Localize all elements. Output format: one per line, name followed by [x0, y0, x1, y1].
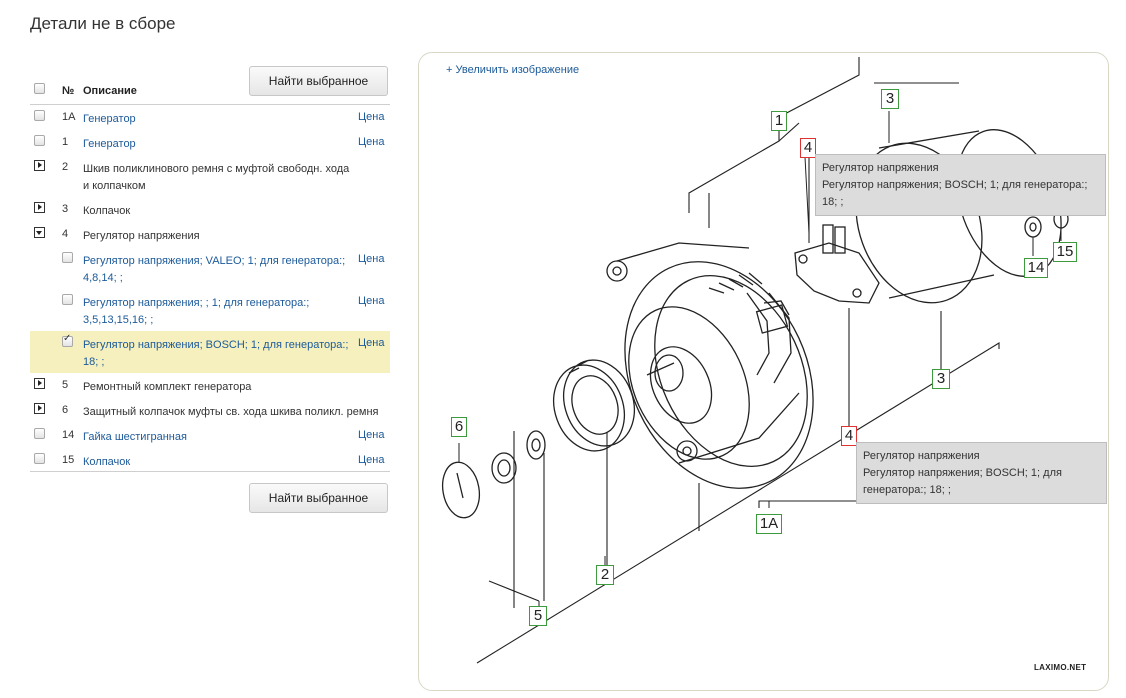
- price-link[interactable]: Цена: [358, 454, 385, 466]
- row-description-link[interactable]: Генератор: [83, 138, 136, 150]
- exploded-parts-diagram: [441, 57, 1069, 664]
- row-description: Колпачок: [83, 205, 131, 217]
- row-checkbox[interactable]: [34, 110, 45, 121]
- expand-toggle[interactable]: [34, 378, 45, 389]
- find-selected-button[interactable]: Найти выбранное: [249, 66, 388, 96]
- table-row: 3 Колпачок: [30, 197, 390, 222]
- price-link[interactable]: Цена: [358, 253, 385, 265]
- row-description-link[interactable]: Генератор: [83, 113, 136, 125]
- table-row: 2 Шкив поликлинового ремня с муфтой своб…: [30, 155, 390, 197]
- callout-4-top[interactable]: 4: [800, 138, 816, 158]
- tooltip-title: Регулятор напряжения: [863, 450, 980, 462]
- price-link[interactable]: Цена: [358, 429, 385, 441]
- price-link[interactable]: Цена: [358, 337, 385, 349]
- table-row: 14 Гайка шестигранная Цена: [30, 423, 390, 448]
- row-checkbox-checked[interactable]: [62, 333, 73, 347]
- select-all-checkbox[interactable]: [34, 83, 45, 94]
- leader-lines: [458, 111, 1062, 608]
- row-number: 1A: [62, 111, 76, 123]
- row-description-link[interactable]: Колпачок: [83, 456, 131, 468]
- collapse-toggle[interactable]: [34, 227, 45, 238]
- find-selected-button-bottom[interactable]: Найти выбранное: [249, 483, 388, 513]
- table-bottom-border: [30, 471, 390, 472]
- callout-6[interactable]: 6: [451, 417, 467, 437]
- brand-watermark: LAXIMO.NET: [1034, 663, 1087, 672]
- row-number: 1: [62, 136, 69, 148]
- rear-cover-drawing: [855, 129, 1062, 304]
- callout-2[interactable]: 2: [596, 565, 614, 585]
- callout-1A[interactable]: 1A: [756, 514, 782, 534]
- row-description-link[interactable]: Регулятор напряжения; ; 1; для генератор…: [83, 297, 310, 326]
- parts-table-body: 1A Генератор Цена 1 Генератор Цена 2 Шки…: [30, 105, 390, 473]
- sub-row: Регулятор напряжения; ; 1; для генератор…: [30, 289, 390, 331]
- sub-row: Регулятор напряжения; VALEO; 1; для гене…: [30, 247, 390, 289]
- expand-toggle[interactable]: [34, 403, 45, 414]
- tooltip-detail: Регулятор напряжения; BOSCH; 1; для гене…: [863, 467, 1062, 496]
- fastener-drawing: [441, 430, 546, 519]
- callout-4-bottom[interactable]: 4: [841, 426, 857, 446]
- callout-1[interactable]: 1: [771, 111, 787, 131]
- expand-toggle[interactable]: [34, 160, 45, 171]
- row-description-link[interactable]: Регулятор напряжения; VALEO; 1; для гене…: [83, 255, 346, 284]
- row-checkbox[interactable]: [34, 453, 45, 464]
- callout-15[interactable]: 15: [1053, 242, 1077, 262]
- callout-3-bottom[interactable]: 3: [932, 369, 950, 389]
- diagram-panel: + Увеличить изображение: [418, 52, 1109, 691]
- callout-5[interactable]: 5: [529, 606, 547, 626]
- callout-3-top[interactable]: 3: [881, 89, 899, 109]
- column-header-number: №: [62, 85, 75, 97]
- row-checkbox[interactable]: [34, 428, 45, 439]
- row-description: Шкив поликлинового ремня с муфтой свобод…: [83, 163, 350, 192]
- row-number: 5: [62, 379, 69, 391]
- tooltip-detail: Регулятор напряжения; BOSCH; 1; для гене…: [822, 179, 1088, 208]
- price-link[interactable]: Цена: [358, 136, 385, 148]
- callout-14[interactable]: 14: [1024, 258, 1048, 278]
- row-number: 15: [62, 454, 75, 466]
- row-description-link[interactable]: Гайка шестигранная: [83, 431, 187, 443]
- row-checkbox[interactable]: [34, 135, 45, 146]
- table-header: № Описание: [30, 80, 390, 105]
- row-description: Защитный колпачок муфты св. хода шкива п…: [83, 406, 379, 418]
- sub-row-selected: Регулятор напряжения; BOSCH; 1; для гене…: [30, 331, 390, 373]
- row-checkbox[interactable]: [62, 294, 73, 305]
- price-link[interactable]: Цена: [358, 295, 385, 307]
- alternator-drawing: [606, 242, 814, 489]
- price-link[interactable]: Цена: [358, 111, 385, 123]
- zoom-image-link[interactable]: + Увеличить изображение: [446, 64, 580, 76]
- row-description-link[interactable]: Регулятор напряжения; BOSCH; 1; для гене…: [83, 339, 349, 368]
- table-row: 4 Регулятор напряжения: [30, 222, 390, 247]
- row-checkbox[interactable]: [62, 252, 73, 263]
- row-number: 3: [62, 203, 69, 215]
- expand-toggle[interactable]: [34, 202, 45, 213]
- row-description: Регулятор напряжения: [83, 230, 200, 242]
- page-title: Детали не в сборе: [30, 14, 176, 33]
- table-row: 5 Ремонтный комплект генератора: [30, 373, 390, 398]
- tooltip-title: Регулятор напряжения: [822, 162, 939, 174]
- tooltip-top: Регулятор напряжения Регулятор напряжени…: [815, 154, 1106, 216]
- row-number: 2: [62, 161, 69, 173]
- pulley-drawing: [553, 359, 635, 452]
- column-header-description: Описание: [83, 85, 137, 97]
- table-row: 15 Колпачок Цена: [30, 448, 390, 473]
- assembly-guide-lines: [476, 57, 1039, 664]
- row-number: 14: [62, 429, 75, 441]
- table-row: 1 Генератор Цена: [30, 130, 390, 155]
- table-row: 6 Защитный колпачок муфты св. хода шкива…: [30, 398, 390, 423]
- table-row: 1A Генератор Цена: [30, 105, 390, 130]
- tooltip-bottom: Регулятор напряжения Регулятор напряжени…: [856, 442, 1107, 504]
- row-description: Ремонтный комплект генератора: [83, 381, 252, 393]
- voltage-regulator-drawing: [794, 224, 880, 304]
- row-number: 6: [62, 404, 69, 416]
- row-number: 4: [62, 228, 69, 240]
